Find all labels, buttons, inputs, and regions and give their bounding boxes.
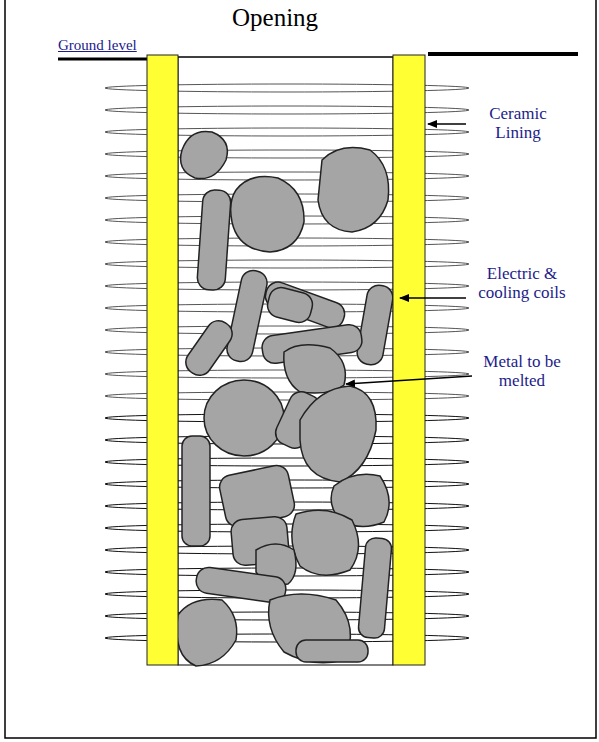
lining-label: Ceramic Lining [472, 104, 564, 142]
metal-pieces [177, 131, 395, 666]
leader-arrow [428, 123, 466, 125]
frame [5, 0, 596, 738]
leader-arrow [400, 297, 466, 299]
leader-arrow [346, 376, 472, 384]
metal-label: Metal to be melted [476, 352, 568, 390]
ceramic-lining [393, 55, 425, 665]
opening-label: Opening [232, 4, 318, 32]
coils-label: Electric & cooling coils [470, 264, 574, 302]
ground-line [428, 52, 578, 56]
ground-line [58, 58, 150, 61]
ground-label: Ground level [58, 36, 137, 55]
ceramic-lining [147, 55, 178, 665]
